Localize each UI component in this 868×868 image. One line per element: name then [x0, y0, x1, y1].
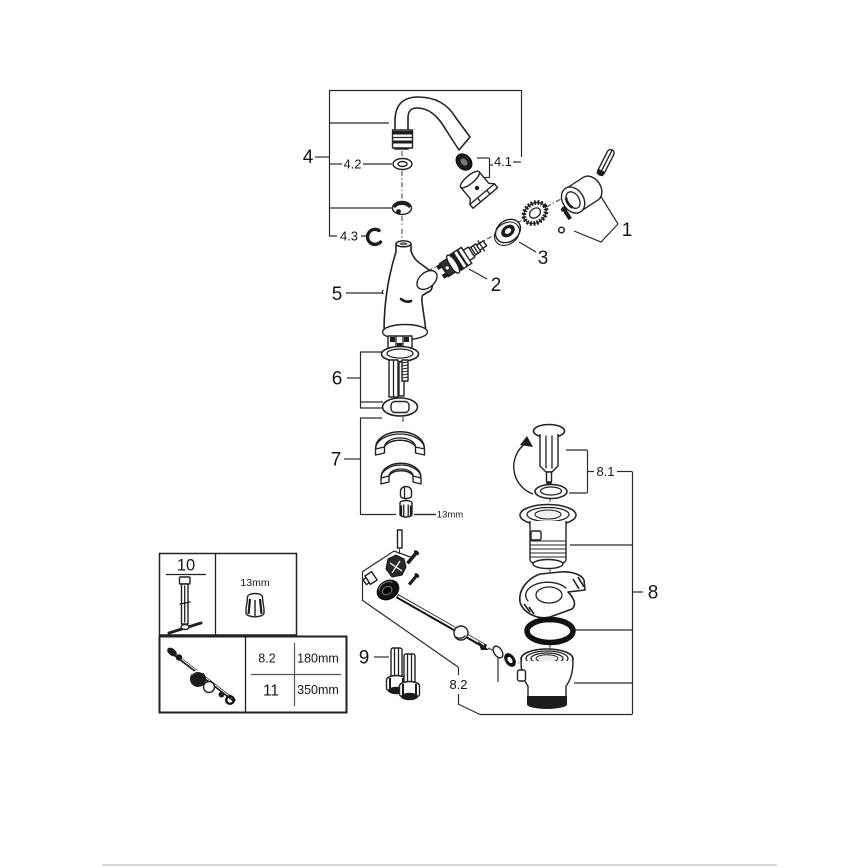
wedge-clamp-drawing [518, 571, 586, 619]
callout-part-8: 8 [648, 583, 659, 604]
faucet-body-drawing [381, 240, 438, 341]
basin-wrench-drawing [167, 576, 203, 635]
callout-part-7: 7 [331, 450, 342, 471]
callout-part-4: 4 [303, 147, 314, 168]
callout-bracket-6 [347, 351, 384, 409]
handle-screw [560, 206, 572, 221]
nut-13mm-drawing [245, 592, 265, 618]
ring-3a-drawing [521, 200, 549, 226]
callout-bracket-4 [315, 89, 523, 237]
fixing-set-drawing [374, 431, 426, 518]
callout-part-5: 5 [332, 284, 343, 305]
callout-part-4-1: 4.1 [494, 154, 512, 169]
washer-4-2-drawing [392, 157, 413, 171]
table-row1-length: 180mm [297, 652, 339, 666]
table-row1-ref: 8.2 [258, 652, 275, 666]
callout-part-8-2: 8.2 [449, 677, 467, 692]
hoses-drawing [385, 647, 421, 701]
popup-plug-drawing [532, 423, 568, 500]
base-gasket-drawing [381, 397, 419, 417]
aerator-4-1-drawing [459, 170, 499, 209]
callout-part-4-2: 4.2 [343, 157, 361, 172]
popup-rod-assembly-drawing [362, 529, 516, 667]
table-tool-ref: 10 [177, 557, 195, 575]
callout-bracket-1 [573, 194, 619, 243]
tool-table [158, 552, 298, 636]
handle-drawing [557, 148, 615, 234]
spout-collar [391, 129, 414, 149]
hose-2 [398, 653, 421, 701]
callout-part-2: 2 [491, 275, 502, 296]
callout-part-1: 1 [622, 220, 633, 241]
callout-leader-3 [518, 241, 537, 253]
ring-3b-drawing [493, 218, 522, 246]
rotate-arrow [513, 436, 534, 495]
spout-fitting-drawing [391, 200, 413, 216]
mounting-shank-drawing [380, 335, 420, 417]
callout-part-8-1: 8.1 [596, 464, 614, 479]
table-tool-size: 13mm [240, 577, 269, 589]
callout-wrench-size: 13mm [437, 510, 463, 521]
handle-plug [557, 226, 566, 234]
clip-4-3-drawing [365, 227, 383, 247]
table-row2-length: 350mm [297, 683, 339, 697]
dome-nut-drawing [399, 485, 413, 500]
callout-leader-2 [468, 268, 488, 280]
drain-flange-drawing [519, 503, 577, 570]
drain-cup-drawing [516, 648, 574, 709]
spout-drawing [391, 96, 473, 171]
drain-o-ring-drawing [524, 616, 576, 646]
callout-part-9: 9 [359, 648, 370, 669]
spout-mouth-insert [455, 153, 473, 171]
rod-assembly-drawing [167, 647, 236, 706]
cartridge-drawing [436, 240, 488, 279]
callout-bracket-4-1 [477, 157, 521, 179]
length-table [158, 635, 348, 714]
callout-bracket-8-1 [566, 449, 632, 494]
callout-part-3: 3 [538, 248, 549, 269]
callout-part-6: 6 [332, 369, 343, 390]
callout-bracket-8 [457, 471, 643, 716]
hex-nut-drawing [399, 499, 413, 518]
page-footer-divider [102, 864, 777, 866]
table-row2-ref: 11 [263, 683, 279, 700]
callout-part-4-3: 4.3 [340, 229, 358, 244]
